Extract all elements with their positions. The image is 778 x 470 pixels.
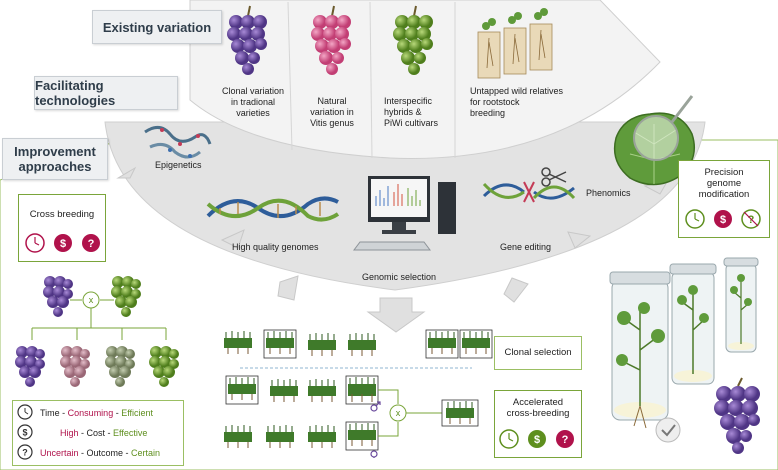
legend-question-icon: ? — [17, 444, 33, 460]
epigenetics-text: Epigenetics — [155, 160, 202, 170]
epigenetics-icon — [144, 126, 212, 159]
leaf-icon — [613, 95, 695, 186]
improvement-approaches-label: Improvement approaches — [2, 138, 108, 180]
divider-1 — [287, 1, 293, 151]
dollar-green-icon: $ — [528, 430, 546, 448]
computer-icon — [353, 176, 456, 251]
legend-time: Time - Consuming - Efficient — [40, 408, 154, 418]
genomic-selection-text: Genomic selection — [362, 272, 437, 282]
svg-text:$: $ — [720, 214, 726, 226]
cross-symbol-2: x — [396, 408, 401, 418]
cross-breeding-diagram: x — [15, 276, 179, 387]
legend-clock-icon — [17, 404, 33, 420]
vineyard-field: x — [223, 329, 493, 458]
question-red-icon: ? — [556, 430, 574, 448]
culture-tube-3 — [723, 257, 759, 353]
vine-row-3 — [223, 421, 379, 451]
cross-breeding-icons: $ ? — [25, 233, 100, 253]
clonal-selection-box: Clonal selection — [494, 336, 582, 370]
legend-icons: $ ? — [17, 404, 33, 460]
question-icon: ? — [82, 234, 100, 252]
dna-icon — [206, 196, 340, 222]
precision-icons: $ ? — [685, 209, 761, 229]
svg-text:$: $ — [534, 434, 540, 446]
legend-outcome: Uncertain - Outcome - Certain — [40, 448, 161, 458]
tissue-culture-illustration — [609, 257, 760, 454]
existing-variation-label: Existing variation — [92, 10, 222, 44]
check-icon — [655, 417, 681, 443]
scissors-icon — [541, 167, 567, 187]
question-check-icon: ? — [741, 209, 761, 229]
accelerated-icons: $ ? — [499, 429, 574, 449]
cross-selection — [378, 389, 442, 437]
legend-dollar-icon: $ — [17, 424, 33, 440]
final-purple-grape-icon — [714, 377, 760, 454]
existing-illustrations — [227, 5, 553, 79]
rootstock-pots-icon — [477, 8, 553, 79]
cross-breeding-title: Cross breeding — [29, 209, 95, 220]
offspring-grape-3 — [105, 346, 135, 387]
clock-icon — [25, 233, 45, 253]
clock-green-icon-2 — [685, 209, 705, 229]
facilitating-technologies-label: Facilitating technologies — [34, 76, 178, 110]
cross-symbol: x — [89, 295, 94, 305]
svg-text:$: $ — [60, 238, 66, 250]
dollar-red-icon: $ — [714, 210, 732, 228]
svg-text:?: ? — [88, 238, 95, 250]
vine-row-1 — [223, 329, 493, 359]
gene-editing-text: Gene editing — [500, 242, 552, 252]
purple-grape-icon — [227, 5, 267, 75]
dollar-icon: $ — [54, 234, 72, 252]
svg-text:?: ? — [22, 448, 28, 458]
vine-row-2 — [225, 375, 379, 405]
pink-grape-icon — [311, 5, 351, 75]
svg-text:?: ? — [562, 434, 569, 446]
svg-text:?: ? — [748, 214, 755, 226]
offspring-grape-2 — [60, 346, 90, 387]
female-icon — [370, 450, 378, 458]
parent-green-grape — [111, 276, 141, 317]
svg-text:$: $ — [22, 428, 27, 438]
offspring-grape-4 — [149, 346, 179, 387]
clonal-selection-title: Clonal selection — [504, 347, 572, 358]
parent-purple-grape — [43, 276, 73, 317]
green-grape-icon — [393, 5, 433, 75]
clock-green-icon — [499, 429, 519, 449]
gene-editing-icon — [482, 181, 576, 203]
culture-tube-1 — [609, 271, 671, 429]
culture-tube-2 — [669, 263, 717, 385]
genomes-text: High quality genomes — [232, 242, 319, 252]
legend-cost: High - Cost - Effective — [60, 428, 148, 438]
phenomics-text: Phenomics — [586, 188, 631, 198]
offspring-grape-1 — [15, 346, 45, 387]
legend-box — [12, 400, 184, 466]
divider-2 — [369, 1, 373, 159]
male-icon — [370, 401, 381, 412]
